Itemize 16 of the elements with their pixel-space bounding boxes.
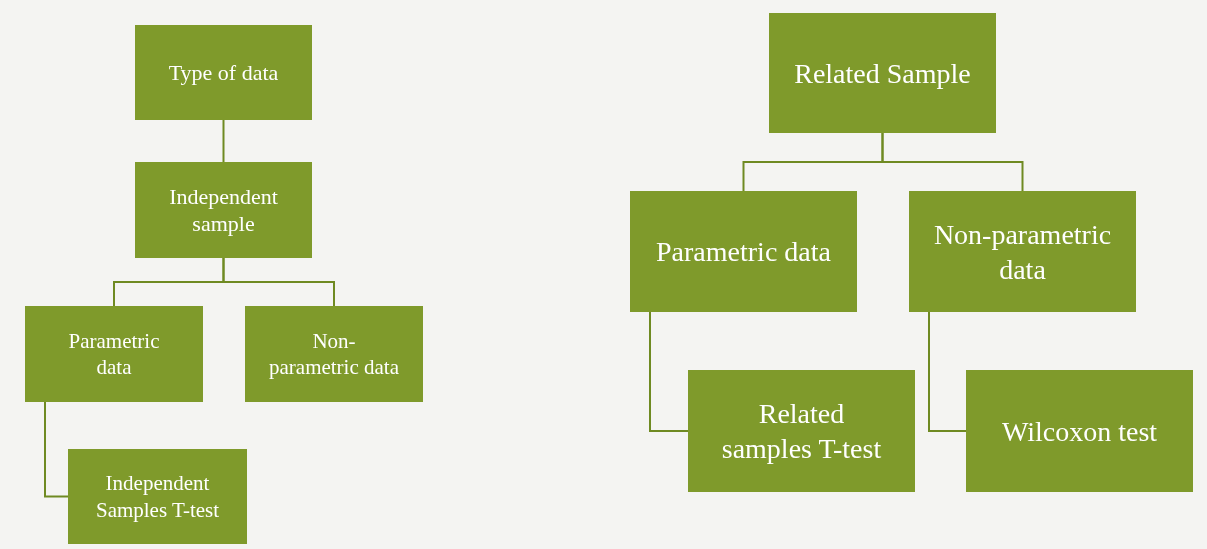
connector-line: [928, 311, 967, 432]
process-box: Independent Samples T-test: [68, 449, 247, 544]
process-box: Non-parametric data: [245, 306, 423, 402]
process-box: Related Sample: [769, 13, 996, 133]
connector-line: [44, 401, 69, 498]
connector-line: [881, 132, 1024, 192]
process-box: Parametric data: [25, 306, 203, 402]
process-box: Type of data: [135, 25, 312, 120]
process-box: Wilcoxon test: [966, 370, 1193, 492]
connector-line: [222, 257, 335, 307]
process-box: Non-parametric data: [909, 191, 1136, 312]
process-box: Parametric data: [630, 191, 857, 312]
connector-line: [222, 119, 225, 163]
process-box: Related samples T-test: [688, 370, 915, 492]
connector-line: [649, 311, 689, 432]
process-box: Independent sample: [135, 162, 312, 258]
